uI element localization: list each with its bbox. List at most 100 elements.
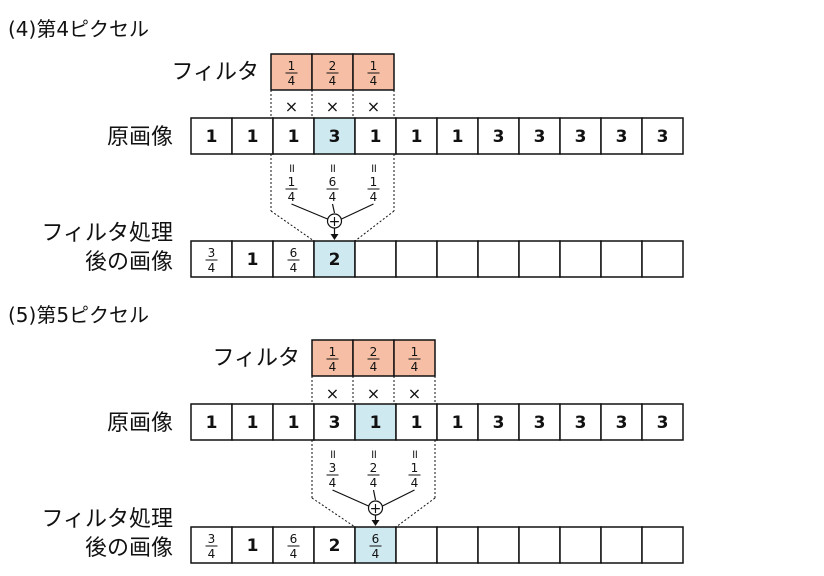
fraction-numerator: 3 <box>329 461 337 475</box>
pixel-value: 1 <box>247 413 259 433</box>
result-cell <box>436 240 479 278</box>
pixel-cell <box>641 403 684 441</box>
pixel-cell <box>354 117 397 155</box>
multiply-symbol: × <box>408 384 421 403</box>
pixel-cell <box>477 117 520 155</box>
pixel-value: 1 <box>288 127 300 147</box>
pixel-value: 3 <box>493 413 505 433</box>
fraction-numerator: 1 <box>288 175 296 189</box>
pixel-value: 3 <box>329 413 341 433</box>
pixel-cell <box>190 117 233 155</box>
filtered-image-label: 後の画像 <box>85 250 173 275</box>
dotted-guides <box>270 90 395 118</box>
result-cell <box>641 240 684 278</box>
pixel-value: 1 <box>206 127 218 147</box>
fraction-denominator: 4 <box>288 74 296 88</box>
pixel-value: 1 <box>411 127 423 147</box>
converge-line <box>372 489 377 501</box>
plus-symbol: + <box>329 214 341 230</box>
result-arrow-head <box>371 520 380 526</box>
result-cell <box>559 526 602 564</box>
pixel-cell <box>600 117 643 155</box>
dotted-line <box>395 497 436 528</box>
filtered-image-label: フィルタ処理 <box>41 507 173 532</box>
fraction-denominator: 4 <box>208 547 216 561</box>
fraction-numerator: 1 <box>370 59 378 73</box>
equals-symbol: ॥ <box>329 161 336 175</box>
fraction-denominator: 4 <box>290 547 298 561</box>
pixel-value: 1 <box>288 413 300 433</box>
fraction-denominator: 4 <box>411 476 419 490</box>
result-cell <box>354 240 397 278</box>
pixel-value: 3 <box>534 413 546 433</box>
section-heading: (4)第4ピクセル <box>8 17 149 41</box>
fraction-denominator: 4 <box>329 476 337 490</box>
equals-symbol: ॥ <box>329 447 336 461</box>
fraction-numerator: 3 <box>208 532 216 546</box>
result-value: 2 <box>329 536 341 556</box>
pixel-value: 3 <box>575 413 587 433</box>
pixel-cell <box>641 117 684 155</box>
filter-weight: 14 <box>408 345 421 374</box>
fraction-denominator: 4 <box>329 360 337 374</box>
dotted-funnel <box>270 154 395 242</box>
fraction-numerator: 3 <box>208 246 216 260</box>
result-value: 34 <box>205 532 218 561</box>
result-value: 64 <box>287 532 300 561</box>
pixel-value: 3 <box>575 127 587 147</box>
current-result-cell <box>313 240 356 278</box>
sum-arrows <box>291 203 374 220</box>
section-heading: (5)第5ピクセル <box>8 303 149 327</box>
result-value: 64 <box>287 246 300 275</box>
fraction-numerator: 1 <box>411 345 419 359</box>
pixel-value: 3 <box>329 127 341 147</box>
fraction-denominator: 4 <box>370 476 378 490</box>
result-cell <box>641 526 684 564</box>
dotted-line <box>311 497 356 528</box>
fraction-denominator: 4 <box>290 261 298 275</box>
converge-line <box>382 489 415 507</box>
result-cell <box>518 240 561 278</box>
filter-cell <box>393 339 436 377</box>
dotted-line <box>354 210 395 242</box>
fraction-denominator: 4 <box>208 261 216 275</box>
pixel-cell <box>272 403 315 441</box>
plus-symbol: + <box>370 501 382 517</box>
pixel-value: 3 <box>493 127 505 147</box>
equals-symbol: ॥ <box>370 447 377 461</box>
target-pixel-cell <box>354 403 397 441</box>
converge-line <box>291 203 328 220</box>
filter-label: フィルタ <box>212 346 300 371</box>
result-cell <box>477 526 520 564</box>
pixel-value: 3 <box>657 127 669 147</box>
multiply-symbol: × <box>367 384 380 403</box>
product-value: 34 <box>326 461 339 490</box>
fraction-denominator: 4 <box>372 547 380 561</box>
fraction-denominator: 4 <box>370 190 378 204</box>
product-value: 14 <box>285 175 298 204</box>
equals-symbol: ॥ <box>370 161 377 175</box>
dotted-funnel <box>311 440 436 528</box>
filter-cell <box>352 53 395 91</box>
fraction-numerator: 1 <box>288 59 296 73</box>
dotted-line <box>270 210 315 242</box>
pixel-cell <box>231 117 274 155</box>
product-value: 14 <box>367 175 380 204</box>
result-value: 64 <box>369 532 382 561</box>
pixel-value: 1 <box>452 127 464 147</box>
fraction-numerator: 1 <box>329 345 337 359</box>
multiply-symbol: × <box>326 97 339 116</box>
result-cell <box>600 240 643 278</box>
product-value: 14 <box>408 461 421 490</box>
filtered-image-label: フィルタ処理 <box>41 221 173 246</box>
pixel-value: 1 <box>247 127 259 147</box>
result-cell <box>600 526 643 564</box>
fraction-denominator: 4 <box>411 360 419 374</box>
pixel-cell <box>436 403 479 441</box>
